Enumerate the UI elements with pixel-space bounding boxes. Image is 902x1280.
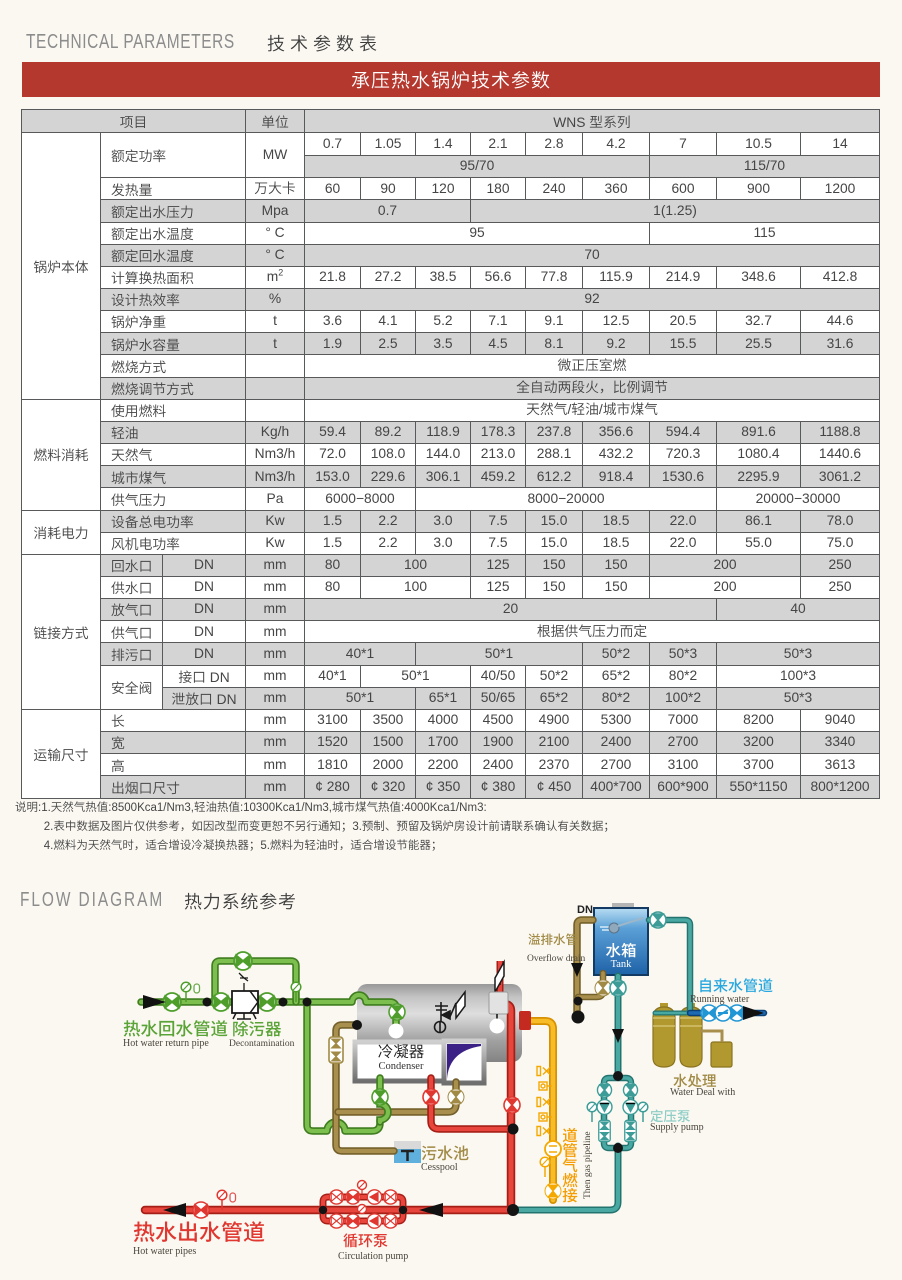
svg-text:DN: DN (577, 901, 593, 917)
svg-text:热水回水管道: 热水回水管道 (123, 1016, 228, 1041)
svg-text:定压泵: 定压泵 (650, 1105, 691, 1125)
svg-text:Overflow drain: Overflow drain (527, 953, 586, 964)
svg-text:Running water: Running water (690, 994, 750, 1005)
svg-text:冷凝器: 冷凝器 (378, 1040, 425, 1062)
svg-text:Tank: Tank (611, 959, 633, 970)
svg-text:污水池: 污水池 (421, 1140, 469, 1164)
svg-text:除污器: 除污器 (232, 1016, 282, 1040)
svg-text:Decontamination: Decontamination (229, 1039, 295, 1049)
svg-text:Condenser: Condenser (379, 1061, 424, 1072)
svg-text:气: 气 (562, 1154, 578, 1176)
svg-text:自来水管道: 自来水管道 (698, 975, 773, 996)
svg-text:Hot water pipes: Hot water pipes (133, 1246, 196, 1257)
svg-text:Supply pump: Supply pump (650, 1122, 704, 1133)
svg-text:水处理: 水处理 (673, 1070, 717, 1091)
svg-text:管: 管 (562, 1139, 578, 1161)
svg-text:溢排水管: 溢排水管 (528, 929, 578, 948)
svg-text:Circulation pump: Circulation pump (338, 1251, 408, 1262)
svg-text:燃: 燃 (562, 1169, 578, 1191)
svg-text:热水出水管道: 热水出水管道 (133, 1215, 265, 1247)
svg-text:接: 接 (562, 1184, 578, 1206)
svg-text:循环泵: 循环泵 (343, 1230, 388, 1251)
svg-text:Cesspool: Cesspool (421, 1162, 458, 1173)
svg-text:Then gas pipeline: Then gas pipeline (583, 1131, 593, 1199)
svg-text:水箱: 水箱 (605, 939, 636, 961)
svg-text:Water Deal with: Water Deal with (670, 1087, 735, 1098)
svg-text:道: 道 (562, 1124, 578, 1146)
svg-text:Hot water return pipe: Hot water return pipe (123, 1038, 209, 1049)
